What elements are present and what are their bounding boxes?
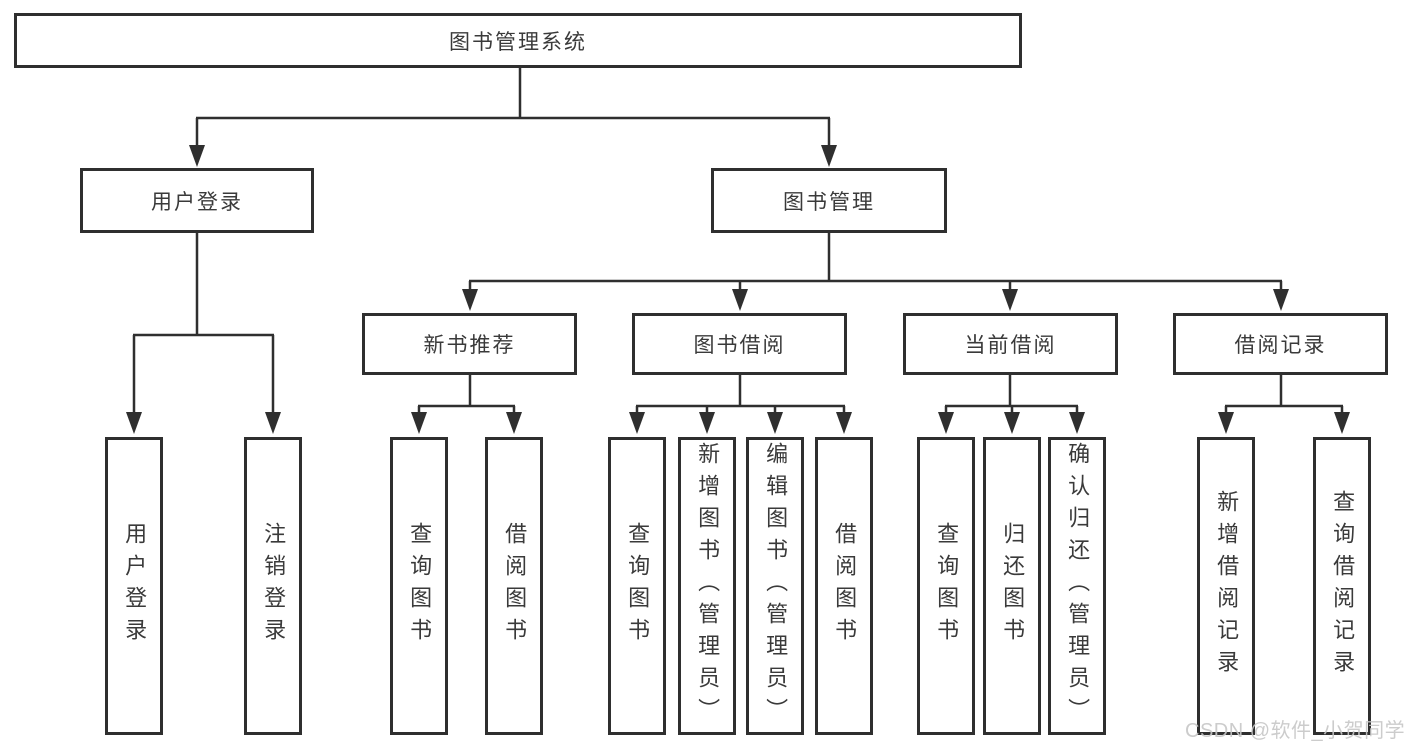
- connector-user-login-to-children: [126, 232, 281, 434]
- connector-current-borrow-to-children: [938, 374, 1085, 434]
- leaf-user-login: 用户登录: [105, 437, 163, 735]
- leaf-return-books: 归还图书: [983, 437, 1041, 735]
- leaf-confirm-return-admin: 确认归还（管理员）: [1048, 437, 1106, 735]
- csdn-watermark: CSDN @软件_小贺同学: [1185, 720, 1405, 742]
- leaf-borrow-books: 借阅图书: [815, 437, 873, 735]
- connector-borrow-records-to-children: [1218, 374, 1350, 434]
- node-book-borrow: 图书借阅: [632, 313, 847, 375]
- connector-book-management-to-children: [462, 232, 1289, 311]
- node-current-borrow: 当前借阅: [903, 313, 1118, 375]
- node-borrow-records: 借阅记录: [1173, 313, 1388, 375]
- connector-book-borrow-to-children: [629, 374, 852, 434]
- leaf-query-books-current: 查询图书: [917, 437, 975, 735]
- leaf-logout: 注销登录: [244, 437, 302, 735]
- node-user-login: 用户登录: [80, 168, 314, 233]
- leaf-query-books-borrow: 查询图书: [608, 437, 666, 735]
- node-book-management: 图书管理: [711, 168, 947, 233]
- leaf-edit-books-admin: 编辑图书（管理员）: [746, 437, 804, 735]
- leaf-query-books-recommend: 查询图书: [390, 437, 448, 735]
- leaf-query-borrow-record: 查询借阅记录: [1313, 437, 1371, 735]
- connector-new-book-recommend-to-children: [411, 374, 522, 434]
- leaf-add-books-admin: 新增图书（管理员）: [678, 437, 736, 735]
- node-library-management-system: 图书管理系统: [14, 13, 1022, 68]
- connector-root-to-level2: [189, 68, 837, 167]
- leaf-add-borrow-record: 新增借阅记录: [1197, 437, 1255, 735]
- node-new-book-recommend: 新书推荐: [362, 313, 577, 375]
- leaf-borrow-books-recommend: 借阅图书: [485, 437, 543, 735]
